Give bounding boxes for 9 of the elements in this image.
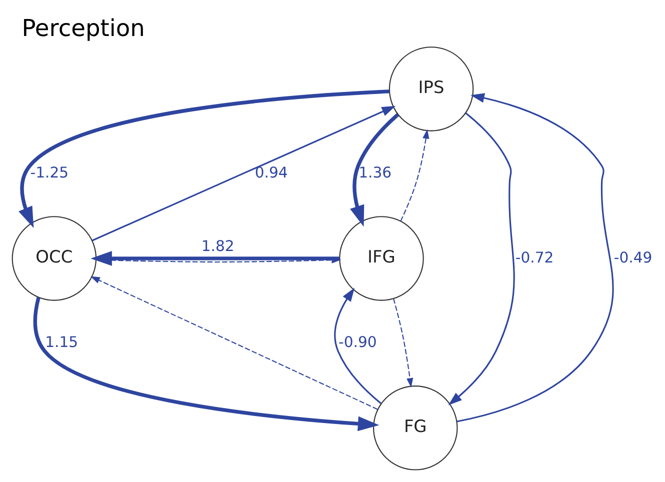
- edge-label: -1.25: [30, 164, 69, 182]
- edge-label: 1.15: [45, 334, 78, 351]
- edge-label: 1.36: [358, 164, 392, 182]
- edge-label: 1.82: [201, 238, 234, 255]
- edge-label: -0.90: [338, 334, 377, 351]
- diagram-title: Perception: [22, 14, 145, 42]
- edge-label: -0.49: [614, 248, 652, 266]
- edge-label: -0.72: [515, 248, 554, 266]
- edge-label: 0.94: [254, 164, 288, 182]
